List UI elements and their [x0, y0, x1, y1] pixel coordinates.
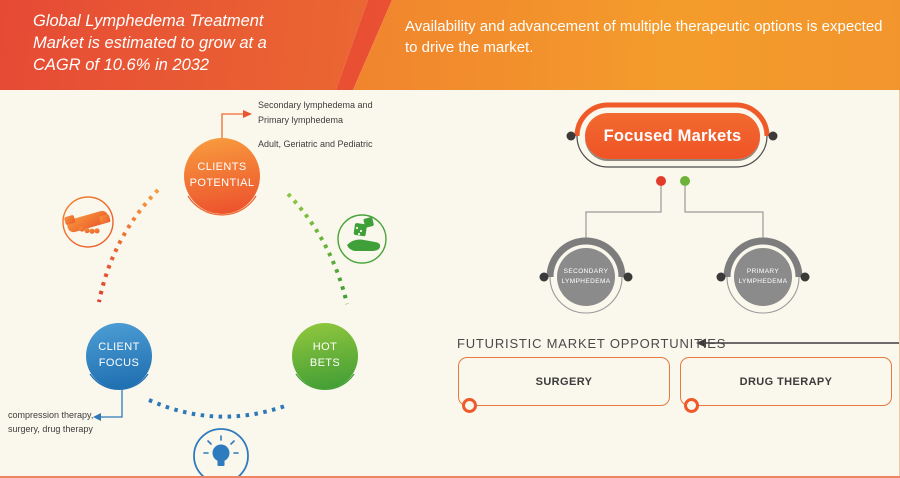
age-groups-note: Adult, Geriatric and Pediatric: [258, 137, 373, 152]
card-corner-dot: [462, 398, 477, 413]
green-underline-arc: [295, 373, 355, 391]
market-title: Global Lymphedema Treatment Market is es…: [33, 12, 267, 74]
capsule-bottom-arc: [576, 135, 768, 168]
dice-hand-icon: [337, 214, 387, 264]
banner-right-panel: [353, 0, 900, 90]
header-banner: Global Lymphedema Treatment Market is es…: [0, 0, 900, 90]
focused-markets-label: Focused Markets: [603, 126, 742, 145]
focused-markets-button[interactable]: Focused Markets: [585, 113, 760, 159]
hot-bets-label-2: BETS: [309, 357, 341, 369]
note-focus-line2: surgery, drug therapy: [8, 424, 93, 434]
primary-lymphedema-label: PRIMARY LYMPHEDEMA: [731, 267, 795, 288]
client-focus-label-1: CLIENT: [98, 341, 140, 354]
secondary-line1: SECONDARY: [563, 268, 609, 275]
primary-line2: LYMPHEDEMA: [738, 278, 788, 286]
note-segments-line2: Primary lymphedema: [258, 115, 344, 125]
drug-therapy-label: DRUG THERAPY: [739, 375, 833, 388]
note-age-groups: Adult, Geriatric and Pediatric: [258, 139, 373, 149]
clients-potential-note: Secondary lymphedema and Primary lymphed…: [258, 98, 373, 128]
client-focus-callout-line: [101, 387, 123, 418]
client-focus-label-2: FOCUS: [98, 357, 140, 369]
card-corner-dot: [684, 398, 699, 413]
opportunity-drug-therapy-card[interactable]: DRUG THERAPY: [680, 357, 892, 413]
client-focus-note: compression therapy, surgery, drug thera…: [8, 408, 93, 436]
capsule-left-dot: [566, 131, 576, 141]
diagram-linework: [62, 102, 899, 476]
hot-bets-circle: HOT BETS: [292, 323, 358, 389]
lightbulb-icon: [193, 428, 249, 476]
capsule-right-dot: [768, 131, 778, 141]
secondary-lymphedema-node: [539, 237, 633, 314]
opportunities-title: FUTURISTIC MARKET OPPORTUNITIES: [457, 336, 727, 351]
secondary-line2: LYMPHEDEMA: [561, 278, 611, 286]
secondary-lymphedema-label: SECONDARY LYMPHEDEMA: [554, 267, 618, 288]
opportunity-surgery-card[interactable]: SURGERY: [458, 357, 670, 413]
orange-underline-arc: [187, 195, 257, 216]
dotted-arc-blue: [148, 398, 286, 419]
primary-lymphedema-node: [716, 237, 810, 314]
primary-line1: PRIMARY: [746, 268, 780, 275]
clients-potential-label-1: CLIENTS: [197, 161, 247, 174]
callout-arrow-right-icon: [243, 110, 252, 118]
client-focus-circle: CLIENT FOCUS: [86, 323, 152, 389]
clients-potential-callout-line: [221, 113, 243, 140]
hot-bets-label-1: HOT: [312, 341, 338, 354]
note-segments-line1: Secondary lymphedema and: [258, 100, 373, 110]
callout-arrow-left-icon: [93, 413, 101, 421]
connector-primary: [684, 186, 764, 240]
content-area: CLIENTS POTENTIAL CLIENT FOCUS HOT BETS …: [0, 90, 900, 476]
blue-underline-arc: [89, 373, 149, 391]
connector-secondary: [585, 186, 662, 240]
dotted-arc-green: [286, 192, 349, 305]
handshake-icon: [62, 196, 114, 248]
market-driver-text: Availability and advancement of multiple…: [405, 18, 883, 56]
capsule-top-arc: [574, 102, 770, 137]
clients-potential-circle: CLIENTS POTENTIAL: [184, 138, 260, 214]
surgery-label: SURGERY: [535, 375, 593, 388]
clients-potential-label-2: POTENTIAL: [189, 177, 255, 189]
note-focus-line1: compression therapy,: [8, 410, 94, 420]
green-node-dot: [680, 176, 690, 186]
red-node-dot: [656, 176, 666, 186]
opportunities-arrow-left-icon: [696, 338, 706, 348]
banner-left-panel: [0, 0, 368, 90]
dotted-arc-orange: [97, 188, 160, 303]
